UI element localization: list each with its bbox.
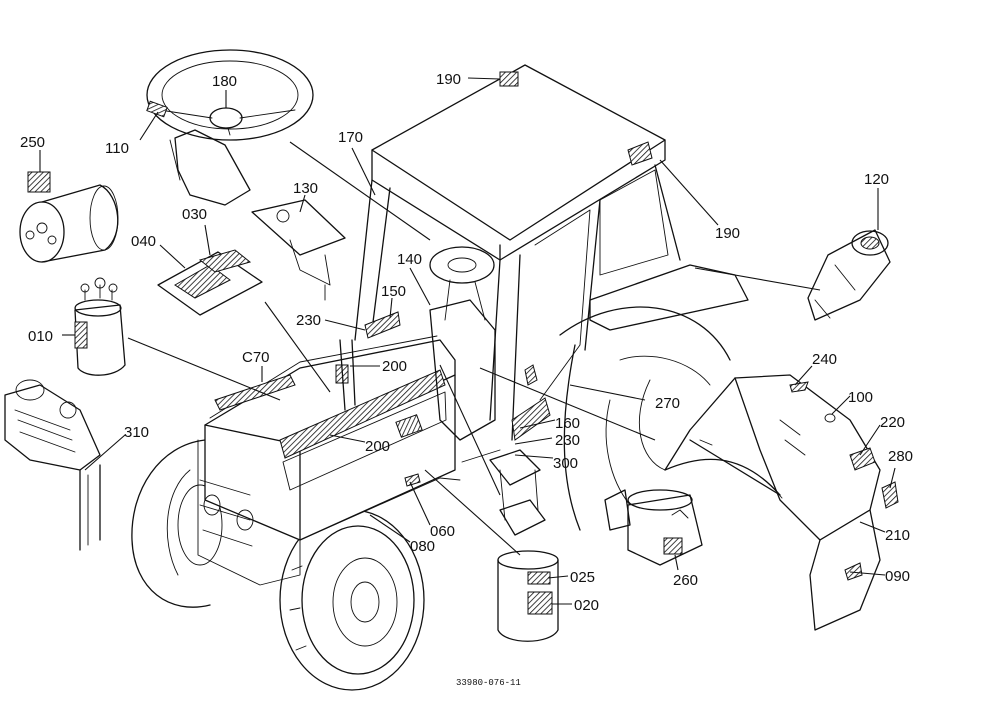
cab [354, 64, 749, 536]
document-number: 33980-076-11 [456, 678, 521, 688]
engine-assembly [4, 379, 101, 551]
decal-190-top [499, 71, 519, 87]
hood [197, 335, 461, 586]
leader-lines [39, 77, 896, 605]
callout-170: 170 [338, 129, 363, 146]
callout-230-upper: 230 [296, 312, 321, 329]
part-130-bracket [251, 199, 346, 301]
tractor-drawing [4, 49, 899, 691]
callout-120: 120 [864, 171, 889, 188]
callout-080: 080 [410, 538, 435, 555]
decal-230-150 [364, 311, 401, 339]
rear-fender [664, 374, 899, 631]
part-120-coupling [807, 229, 891, 321]
callout-090: 090 [885, 568, 910, 585]
callout-060: 060 [430, 523, 455, 540]
callout-190-top: 190 [436, 71, 461, 88]
callout-025: 025 [570, 569, 595, 586]
decal-060 [404, 473, 421, 487]
callout-100: 100 [848, 389, 873, 406]
callout-labels: 250 110 180 190 170 190 120 130 030 040 … [20, 71, 913, 688]
callout-130: 130 [293, 180, 318, 197]
steering-wheel [146, 49, 314, 206]
callout-310: 310 [124, 424, 149, 441]
part-010-body [74, 277, 126, 376]
lever [339, 339, 356, 411]
callout-110: 110 [105, 140, 129, 157]
callout-230-lower: 230 [555, 432, 580, 449]
front-left-tire [131, 439, 223, 608]
callout-190-right: 190 [715, 225, 740, 242]
callout-040: 040 [131, 233, 156, 250]
rear-wheel [559, 306, 731, 531]
callout-200-lower: 200 [365, 438, 390, 455]
callout-240: 240 [812, 351, 837, 368]
callout-250: 250 [20, 134, 45, 151]
callout-280: 280 [888, 448, 913, 465]
callout-270: 270 [655, 395, 680, 412]
callout-020: 020 [574, 597, 599, 614]
callout-030: 030 [182, 206, 207, 223]
callout-010: 010 [28, 328, 53, 345]
callout-210: 210 [885, 527, 910, 544]
part-030-040-plate [157, 249, 263, 316]
callout-160: 160 [555, 415, 580, 432]
callout-220: 220 [880, 414, 905, 431]
part-260-canister [604, 489, 703, 566]
part-250-body [19, 171, 119, 263]
callout-260: 260 [673, 572, 698, 589]
callout-200-upper: 200 [382, 358, 407, 375]
callout-140: 140 [397, 251, 422, 268]
callout-180: 180 [212, 73, 237, 90]
callout-150: 150 [381, 283, 406, 300]
callout-c70: C70 [242, 349, 270, 366]
part-020-025-cylinder [497, 550, 559, 642]
callout-300: 300 [553, 455, 578, 472]
